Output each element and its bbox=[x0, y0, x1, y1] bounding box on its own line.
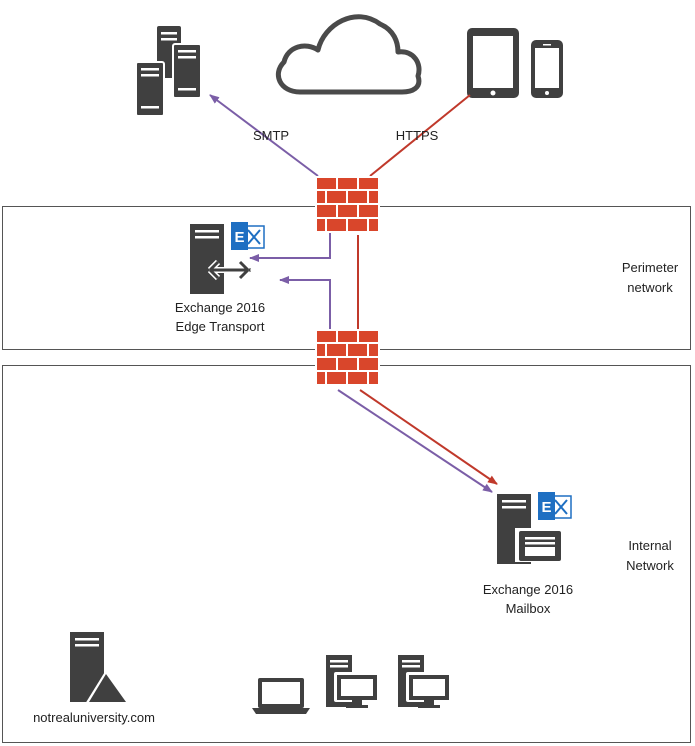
smtp-outbound-path bbox=[279, 276, 331, 330]
internet-servers-icon bbox=[135, 26, 202, 117]
perimeter-network-label: Perimeter network bbox=[610, 258, 690, 298]
edge-exchange-badge: E bbox=[234, 229, 244, 246]
perimeter-label-line2: network bbox=[627, 280, 673, 295]
https-label: HTTPS bbox=[395, 128, 439, 143]
smtp-inbound-path bbox=[249, 230, 331, 262]
edge-transport-server-icon bbox=[190, 224, 251, 294]
domain-controller-server-icon bbox=[70, 632, 130, 704]
cloud-icon bbox=[276, 14, 422, 95]
smtp-label: SMTP bbox=[252, 128, 290, 143]
firewall-top-icon bbox=[315, 176, 380, 233]
laptop-icon bbox=[252, 678, 310, 714]
edge-transport-label: Exchange 2016 Edge Transport bbox=[150, 298, 290, 336]
firewall-bottom-icon bbox=[315, 329, 380, 386]
domain-controller-label: notrealuniversity.com bbox=[33, 710, 155, 725]
desktop-pc-icon bbox=[398, 655, 452, 708]
edge-transport-label-line1: Exchange 2016 bbox=[174, 300, 266, 315]
phone-icon bbox=[531, 40, 563, 98]
perimeter-label-line1: Perimeter bbox=[621, 260, 679, 275]
exchange-logo-edge-icon: E bbox=[231, 222, 265, 250]
mailbox-server-label: Exchange 2016 Mailbox bbox=[458, 580, 598, 618]
mailbox-label-line1: Exchange 2016 bbox=[482, 582, 574, 597]
https-internal-arrow bbox=[359, 389, 498, 485]
smtp-internal-arrow bbox=[337, 389, 493, 493]
internal-network-label: Internal Network bbox=[610, 536, 690, 576]
desktop-pc-icon bbox=[326, 655, 380, 708]
mailbox-label-line2: Mailbox bbox=[505, 601, 551, 616]
internal-label-line2: Network bbox=[626, 558, 674, 573]
mailbox-server-icon bbox=[497, 494, 563, 564]
exchange-logo-mailbox-icon: E bbox=[538, 492, 572, 520]
edge-transport-label-line2: Edge Transport bbox=[175, 319, 265, 334]
internal-label-line1: Internal bbox=[628, 538, 672, 553]
tablet-icon bbox=[467, 28, 519, 98]
mailbox-exchange-badge: E bbox=[541, 499, 551, 516]
https-internet-line bbox=[369, 94, 471, 177]
smtp-internet-arrow bbox=[209, 94, 319, 177]
